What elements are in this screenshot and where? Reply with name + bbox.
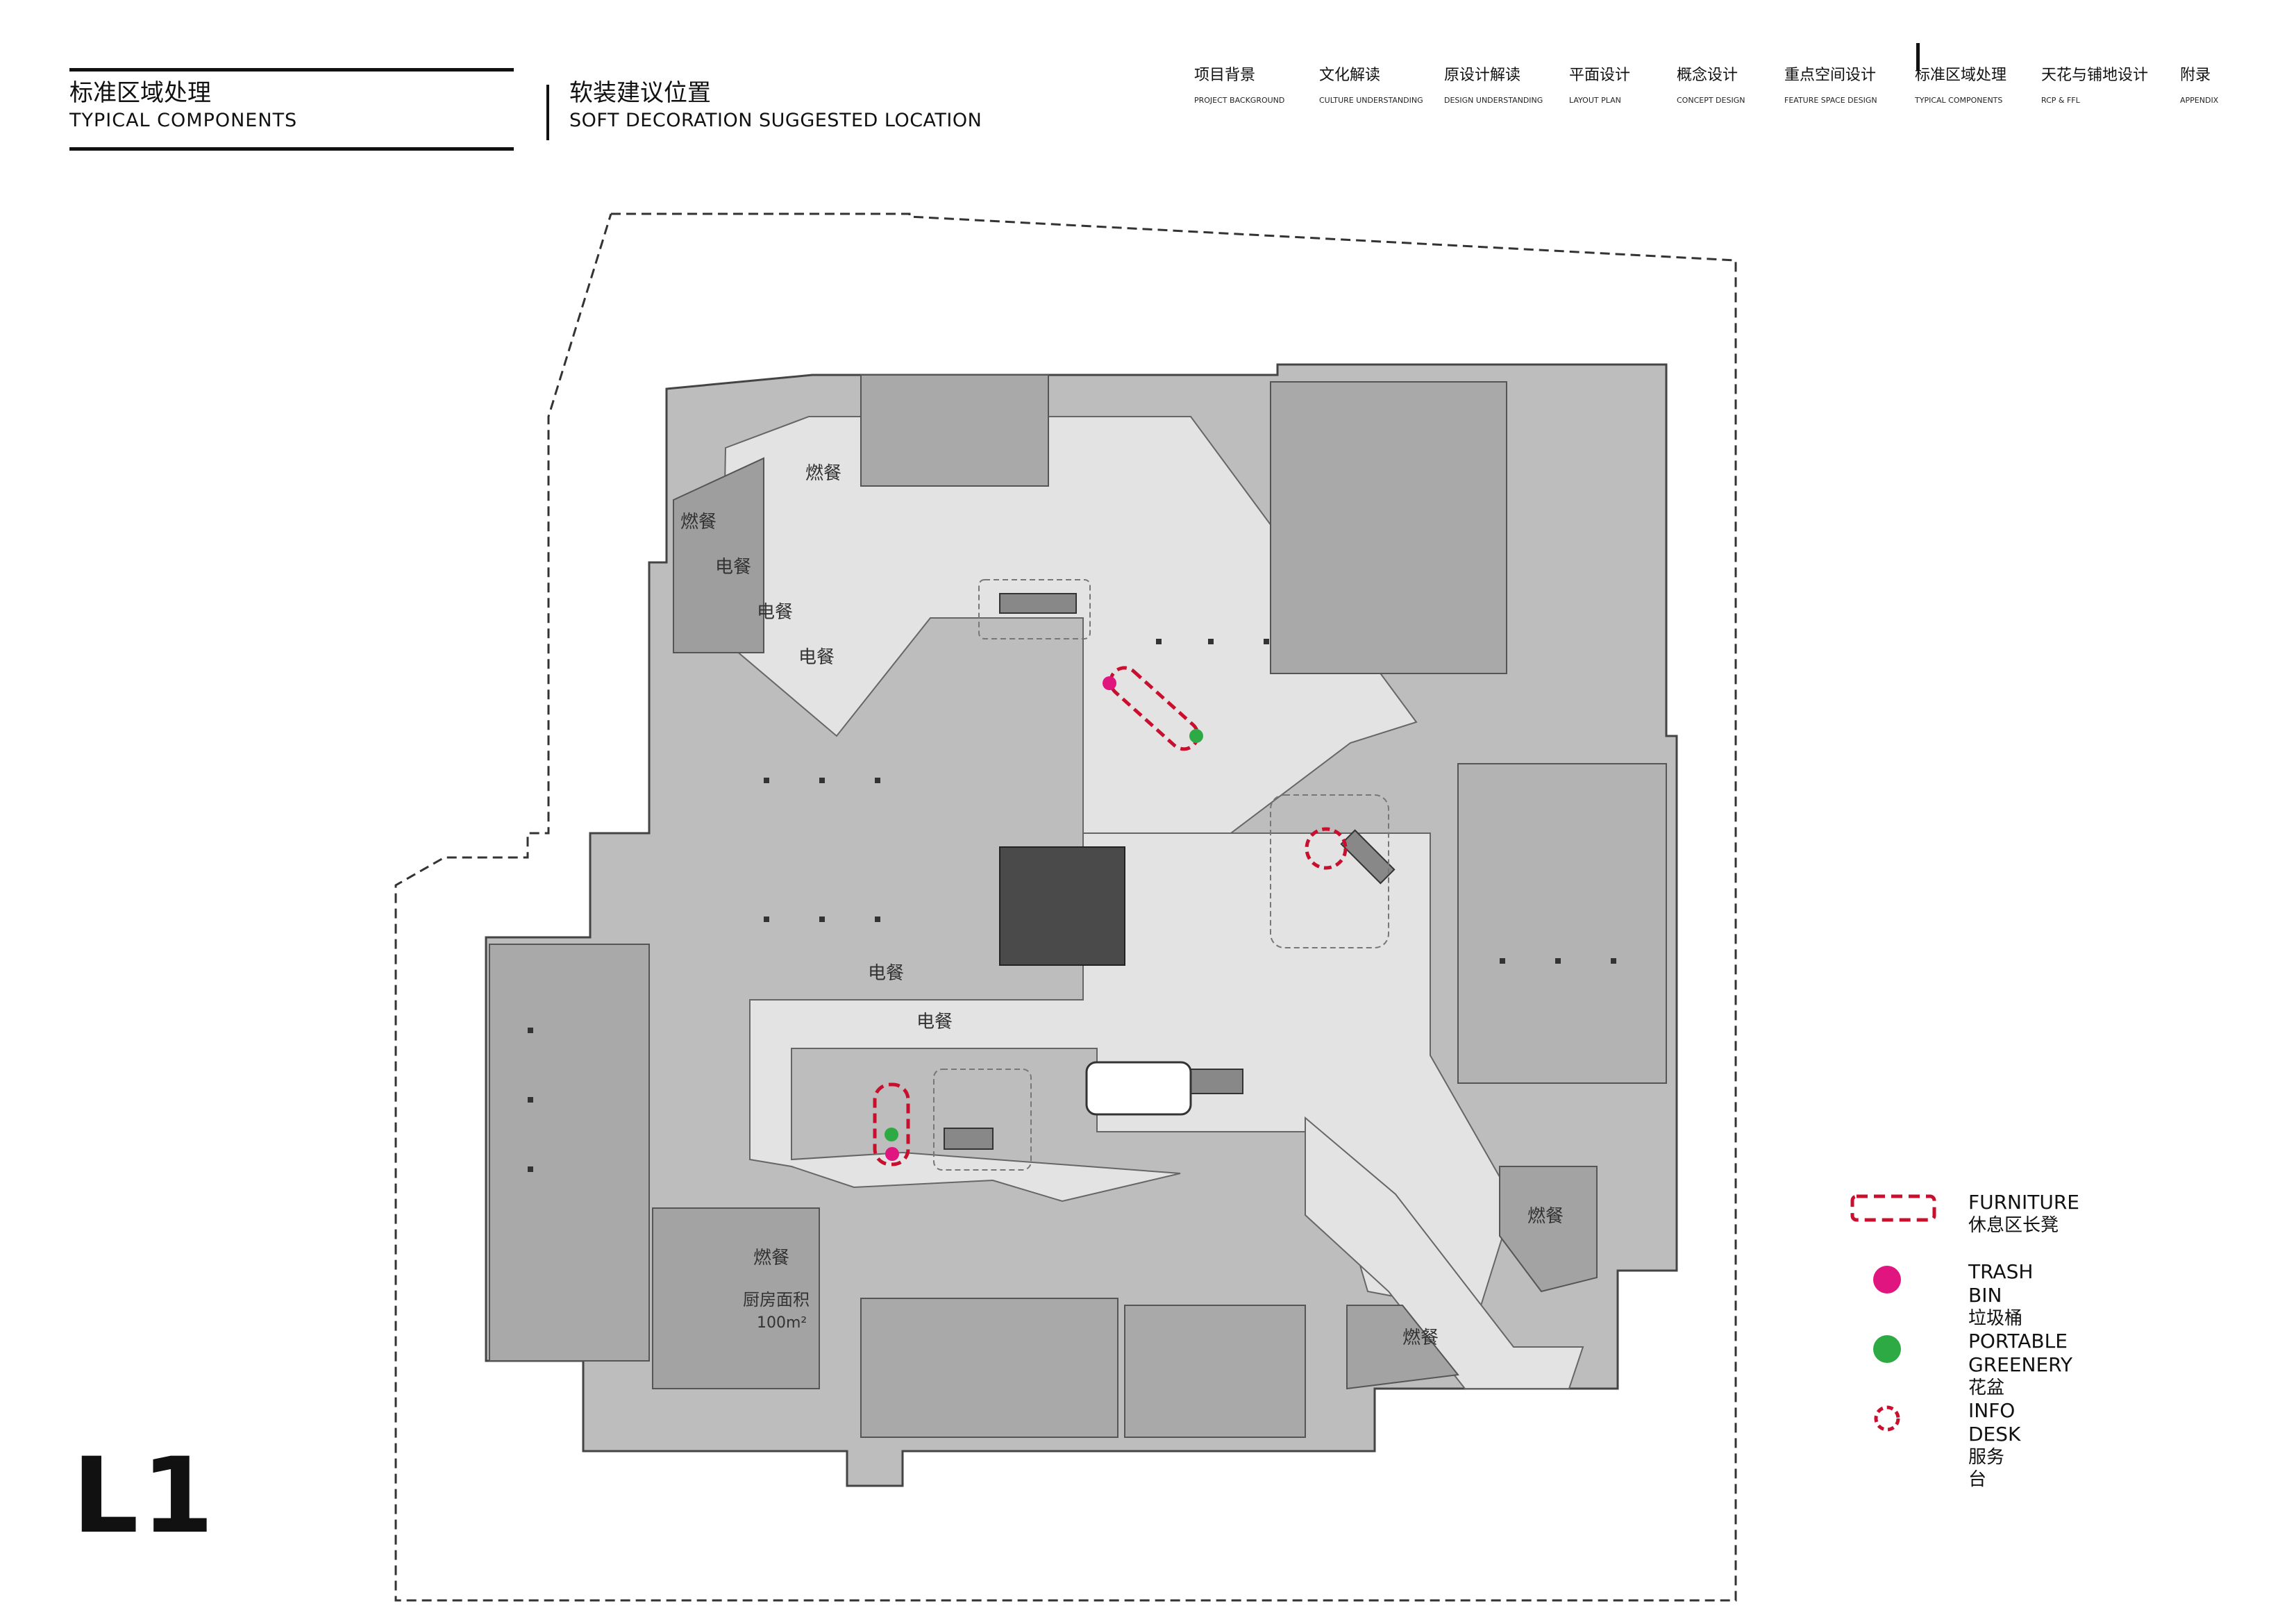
legend-label-en: TRASH BIN (1968, 1260, 2034, 1307)
label-ranscan: 燃餐 (753, 1248, 789, 1269)
nav-item-en: TYPICAL COMPONENTS (1915, 96, 2003, 105)
label-ranscan: 燃餐 (680, 512, 717, 533)
legend-text: PORTABLE GREENERY 花盆 (1968, 1330, 2072, 1399)
legend-label-en: PORTABLE GREENERY (1968, 1330, 2072, 1376)
restaurant-block (673, 457, 764, 653)
label-kitchen-value: 100m² (757, 1314, 807, 1332)
label-diancan: 电餐 (798, 647, 835, 668)
atrium-void (1270, 794, 1389, 948)
trash-bin-marker (1103, 676, 1116, 690)
nav-item-design-understanding[interactable]: 原设计解读 DESIGN UNDERSTANDING (1444, 65, 1543, 106)
atrium-void (933, 1069, 1032, 1171)
legend-text: TRASH BIN 垃圾桶 (1968, 1260, 2033, 1330)
central-core (999, 846, 1125, 966)
nav-item-zh: 重点空间设计 (1784, 67, 1877, 84)
nav-item-zh: 原设计解读 (1444, 67, 1521, 84)
section-title-zh: 标准区域处理 (69, 79, 211, 107)
page-title: 软装建议位置 SOFT DECORATION SUGGESTED LOCATIO… (569, 78, 982, 133)
nav-item-en: FEATURE SPACE DESIGN (1784, 96, 1877, 105)
restaurant-block (1499, 1166, 1598, 1293)
nav-item-en: DESIGN UNDERSTANDING (1444, 96, 1543, 105)
nav-item-zh: 概念设计 (1677, 67, 1738, 84)
nav-item-zh: 平面设计 (1569, 67, 1631, 84)
label-ranscan: 燃餐 (1527, 1206, 1564, 1227)
nav-item-typical-components[interactable]: 标准区域处理 TYPICAL COMPONENTS (1915, 43, 2007, 106)
atrium-void (978, 579, 1091, 639)
nav-item-feature-space[interactable]: 重点空间设计 FEATURE SPACE DESIGN (1784, 65, 1877, 106)
header-rule-top (69, 68, 514, 72)
chapter-nav: 项目背景 PROJECT BACKGROUND 文化解读 CULTURE UND… (1194, 43, 2236, 121)
legend-text: INFO DESK 服务台 (1968, 1399, 2020, 1491)
title-divider (546, 85, 549, 140)
nav-item-rcp-ffl[interactable]: 天花与铺地设计 RCP & FFL (2041, 65, 2148, 106)
nav-item-en: RCP & FFL (2041, 96, 2080, 105)
atrium-void (1085, 1061, 1192, 1116)
escalator (999, 593, 1077, 614)
tenant-block (860, 1298, 1118, 1438)
section-title: 标准区域处理 TYPICAL COMPONENTS (69, 78, 297, 133)
escalator (944, 1128, 994, 1150)
nav-item-en: PROJECT BACKGROUND (1194, 96, 1285, 105)
level-label: L1 (72, 1436, 217, 1557)
section-title-en: TYPICAL COMPONENTS (69, 110, 298, 131)
page-title-en: SOFT DECORATION SUGGESTED LOCATION (569, 110, 982, 131)
legend-label-en: INFO DESK (1968, 1399, 2021, 1446)
legend-text: FURNITURE 休息区长凳 (1968, 1191, 2079, 1237)
nav-item-layout-plan[interactable]: 平面设计 LAYOUT PLAN (1569, 65, 1630, 106)
label-diancan: 电餐 (715, 557, 751, 578)
nav-item-en: CULTURE UNDERSTANDING (1319, 96, 1423, 105)
furniture-bench-marker (873, 1082, 910, 1166)
tenant-block (489, 944, 650, 1362)
dashed-circle-icon (1874, 1405, 1900, 1432)
restaurant-block (652, 1207, 820, 1389)
legend-label-zh: 垃圾桶 (1968, 1308, 2023, 1329)
legend-label-zh: 休息区长凳 (1968, 1215, 2059, 1236)
floor-plan: 燃餐 燃餐 电餐 电餐 电餐 电餐 电餐 燃餐 厨房面积 100m² 燃餐 燃餐 (394, 212, 1737, 1602)
tenant-block (1124, 1305, 1306, 1438)
nav-active-marker (1916, 43, 1920, 71)
label-diancan: 电餐 (757, 602, 793, 623)
nav-item-zh: 项目背景 (1194, 67, 1256, 84)
trash-bin-dot-icon (1873, 1266, 1901, 1294)
tenant-block (1270, 381, 1507, 674)
nav-item-culture[interactable]: 文化解读 CULTURE UNDERSTANDING (1319, 65, 1423, 106)
nav-item-zh: 文化解读 (1319, 67, 1381, 84)
legend-label-zh: 服务台 (1968, 1447, 2005, 1490)
nav-item-en: APPENDIX (2180, 96, 2219, 105)
label-diancan: 电餐 (868, 963, 904, 984)
info-desk-marker (1305, 827, 1348, 870)
site-boundary (394, 212, 1737, 1602)
greenery-marker (1189, 729, 1203, 743)
nav-item-zh: 附录 (2180, 67, 2211, 84)
label-ranscan: 燃餐 (805, 463, 841, 484)
nav-item-concept-design[interactable]: 概念设计 CONCEPT DESIGN (1677, 65, 1745, 106)
dashed-capsule-icon (1850, 1194, 1936, 1222)
escalator (1340, 829, 1396, 885)
tenant-block (860, 374, 1049, 487)
legend: FURNITURE 休息区长凳 TRASH BIN 垃圾桶 PORTABLE G… (1847, 1191, 2236, 1490)
greenery-marker (885, 1128, 898, 1141)
legend-label-zh: 花盆 (1968, 1378, 2005, 1398)
legend-label-en: FURNITURE (1968, 1191, 2080, 1214)
nav-item-zh: 标准区域处理 (1915, 67, 2007, 84)
greenery-dot-icon (1873, 1335, 1901, 1363)
label-diancan: 电餐 (916, 1012, 953, 1032)
trash-bin-marker (885, 1147, 899, 1161)
nav-item-en: CONCEPT DESIGN (1677, 96, 1745, 105)
column-grid (528, 639, 1616, 1172)
furniture-bench-marker (1109, 666, 1200, 751)
corridor-south-east (1305, 1116, 1584, 1389)
nav-item-en: LAYOUT PLAN (1569, 96, 1621, 105)
header-rule-bottom (69, 147, 514, 151)
restaurant-block (1346, 1305, 1459, 1390)
nav-item-appendix[interactable]: 附录 APPENDIX (2180, 65, 2218, 106)
nav-item-project-background[interactable]: 项目背景 PROJECT BACKGROUND (1194, 65, 1284, 106)
label-kitchen-area: 厨房面积 (743, 1290, 810, 1309)
page-title-zh: 软装建议位置 (569, 79, 711, 107)
label-ranscan: 燃餐 (1402, 1328, 1439, 1348)
tenant-block (1457, 763, 1667, 1084)
nav-item-zh: 天花与铺地设计 (2041, 67, 2149, 84)
